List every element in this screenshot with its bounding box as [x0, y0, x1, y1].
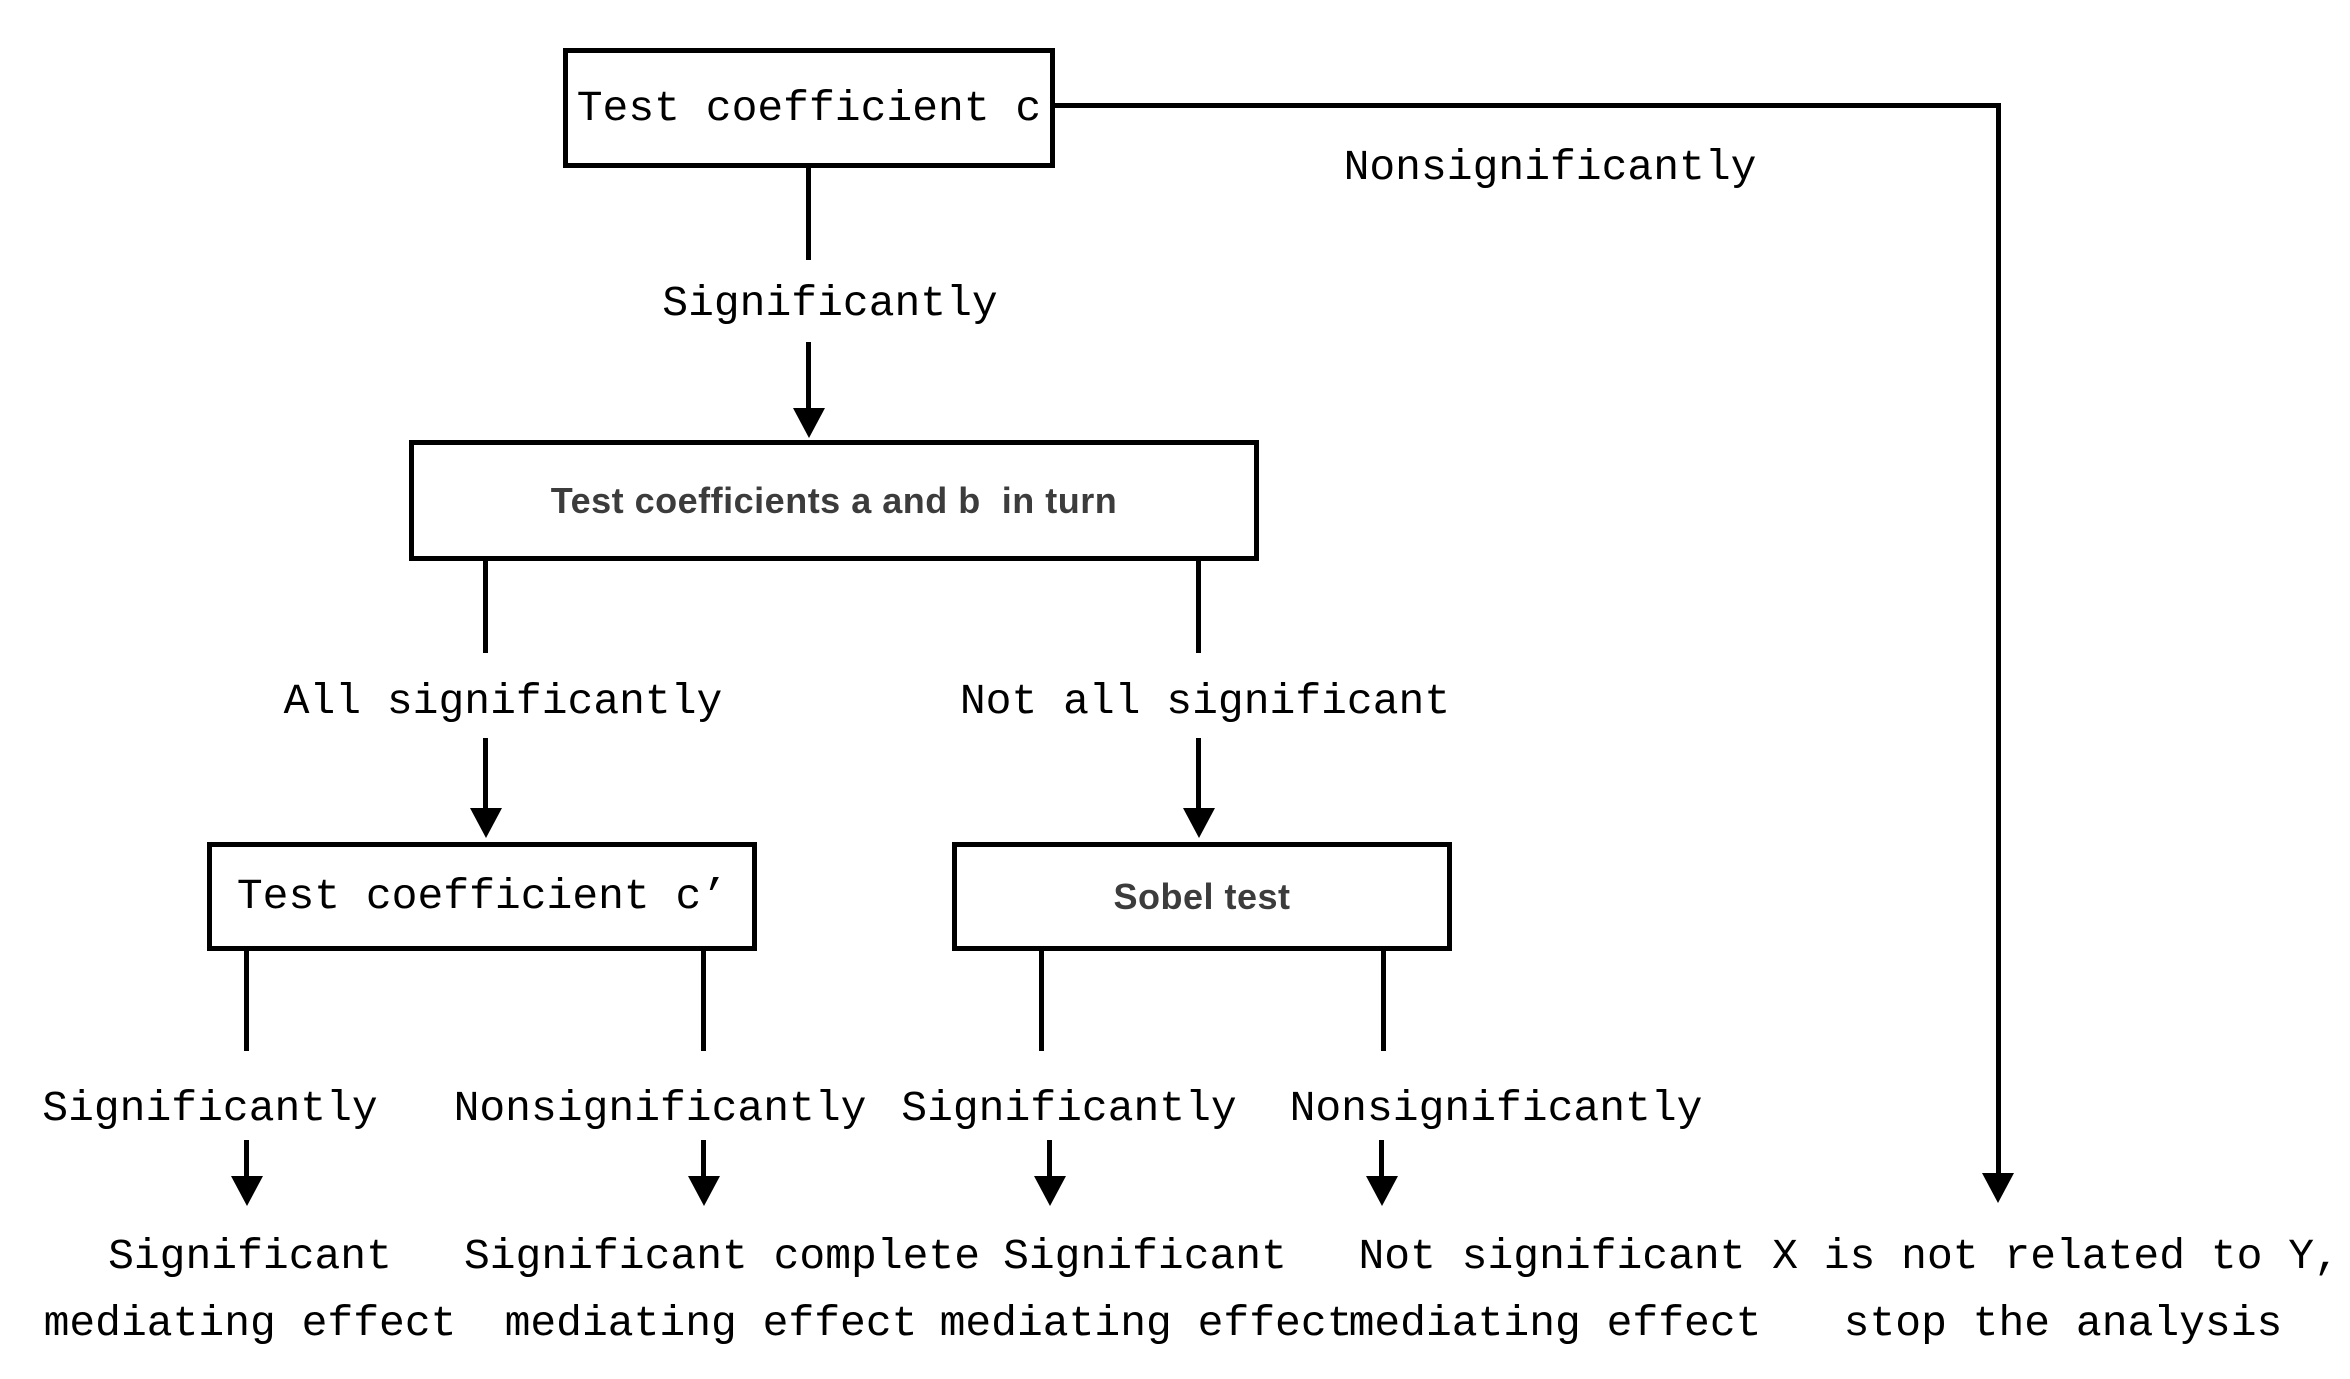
- edge-cprime-left-stub: [244, 951, 249, 1051]
- edge-outcome3-arrow-stem: [1047, 1140, 1052, 1178]
- edge-cprime-right-stub: [701, 951, 706, 1051]
- node-test-coefficient-c: Test coefficient c: [563, 48, 1055, 168]
- edge-nonsignificant-horizontal: [1055, 103, 2001, 108]
- outcome-significant-mediating-2-line1: Significant: [1003, 1232, 1287, 1281]
- outcome-significant-complete-mediating-line2: mediating effect: [504, 1299, 918, 1348]
- edge-label-all-significantly: All significantly: [283, 677, 723, 726]
- edge-outcome4-arrow-stem: [1379, 1140, 1384, 1178]
- edge-testab-left-stub: [483, 561, 488, 653]
- edge-significantly-arrow-stem: [806, 342, 811, 410]
- outcome-significant-mediating-1-line1: Significant: [108, 1232, 392, 1281]
- arrowhead-down-outcome4-icon: [1366, 1176, 1398, 1206]
- arrowhead-down-outcome1-icon: [231, 1176, 263, 1206]
- edge-not-all-significant-arrow-stem: [1196, 738, 1201, 810]
- edge-all-significantly-arrow-stem: [483, 738, 488, 810]
- edge-outcome1-arrow-stem: [244, 1140, 249, 1178]
- edge-label-significantly-1: Significantly: [662, 279, 998, 328]
- edge-outcome2-arrow-stem: [701, 1140, 706, 1178]
- node-test-coefficient-c-prime: Test coefficient c’: [207, 842, 757, 951]
- arrowhead-down-outcome3-icon: [1034, 1176, 1066, 1206]
- outcome-x-not-related-line2: stop the analysis: [1843, 1299, 2283, 1348]
- arrowhead-down-to-sobel-icon: [1183, 808, 1215, 838]
- outcome-significant-mediating-1-line2: mediating effect: [43, 1299, 457, 1348]
- edge-testab-right-stub: [1196, 561, 1201, 653]
- edge-label-nonsignificantly-2: Nonsignificantly: [453, 1084, 867, 1133]
- outcome-not-significant-mediating-line2: mediating effect: [1348, 1299, 1762, 1348]
- edge-label-not-all-significant: Not all significant: [959, 677, 1451, 726]
- arrowhead-down-to-test-ab-icon: [793, 408, 825, 438]
- outcome-x-not-related-line1: X is not related to Y,: [1772, 1232, 2340, 1281]
- node-test-coefficients-a-b: Test coefficients a and b in turn: [409, 440, 1259, 561]
- edge-sobel-right-stub: [1381, 951, 1386, 1051]
- outcome-significant-mediating-2-line2: mediating effect: [939, 1299, 1353, 1348]
- edge-testc-down-stub: [806, 168, 811, 260]
- edge-sobel-left-stub: [1039, 951, 1044, 1051]
- outcome-significant-complete-mediating-line1: Significant complete: [463, 1232, 981, 1281]
- edge-label-significantly-3: Significantly: [901, 1084, 1237, 1133]
- edge-label-nonsignificantly-3: Nonsignificantly: [1289, 1084, 1703, 1133]
- arrowhead-down-outcome2-icon: [688, 1176, 720, 1206]
- outcome-not-significant-mediating-line1: Not significant: [1358, 1232, 1746, 1281]
- edge-nonsignificant-vertical: [1996, 103, 2001, 1175]
- node-sobel-test: Sobel test: [952, 842, 1452, 951]
- arrowhead-down-to-x-not-related-icon: [1982, 1173, 2014, 1203]
- edge-label-significantly-2: Significantly: [42, 1084, 378, 1133]
- edge-label-nonsignificantly-1: Nonsignificantly: [1343, 143, 1757, 192]
- arrowhead-down-to-test-c-prime-icon: [470, 808, 502, 838]
